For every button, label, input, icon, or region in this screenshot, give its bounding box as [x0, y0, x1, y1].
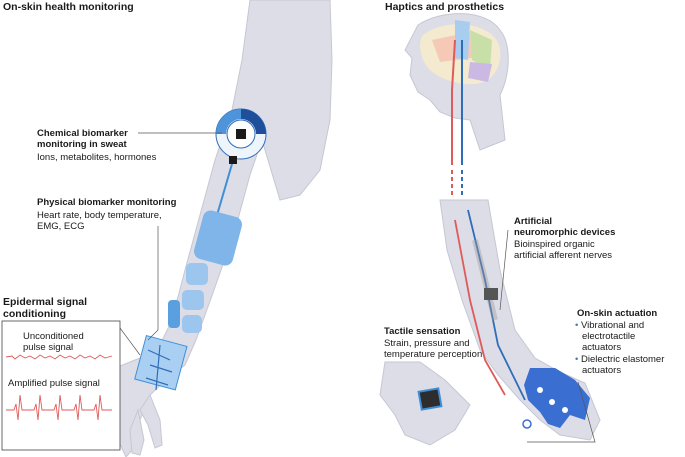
- chemical-detail: Ions, metabolites, hormones: [37, 152, 157, 163]
- bullet-icon: •: [575, 320, 579, 331]
- actuation-glove: [522, 368, 590, 429]
- nerve-paths: [451, 39, 463, 195]
- unconditioned-label-1: Unconditioned: [23, 331, 84, 342]
- amplified-signal-trace: [6, 394, 112, 421]
- tactile-detail-1: Strain, pressure and: [384, 338, 470, 349]
- left-panel-title: On-skin health monitoring: [3, 1, 134, 13]
- neuromorphic-detail-2: artificial afferent nerves: [514, 250, 613, 261]
- actuation-item1-1: • Vibrational and: [575, 320, 645, 331]
- physical-heading: Physical biomarker monitoring: [37, 197, 177, 208]
- unconditioned-label-2: pulse signal: [23, 342, 74, 353]
- neuromorphic-detail-1: Bioinspired organic: [514, 239, 595, 250]
- actuation-item2-1: • Dielectric elastomer: [575, 354, 665, 365]
- signal-panel: [1, 320, 121, 451]
- epidermal-heading-1: Epidermal signal: [3, 296, 88, 308]
- chemical-heading-1: Chemical biomarker: [37, 128, 128, 139]
- neuromorphic-heading-2: neuromorphic devices: [514, 227, 616, 238]
- physical-detail-2: EMG, ECG: [37, 221, 85, 232]
- neuromorphic-heading-1: Artificial: [514, 216, 553, 227]
- tactile-hand: [379, 361, 471, 446]
- epidermal-circuit: [134, 334, 188, 391]
- bullet-icon: •: [575, 354, 579, 365]
- head-illustration: [404, 13, 509, 151]
- actuation-item2-2: actuators: [582, 365, 622, 376]
- sweat-sensor-device: [215, 108, 267, 164]
- unconditioned-signal-trace: [5, 354, 113, 360]
- actuation-item1-3: actuators: [582, 342, 622, 353]
- actuation-heading: On-skin actuation: [577, 308, 658, 319]
- epidermal-heading-2: conditioning: [3, 308, 66, 320]
- chemical-heading-2: monitoring in sweat: [37, 139, 127, 150]
- tactile-detail-2: temperature perception: [384, 349, 483, 360]
- physical-detail-1: Heart rate, body temperature,: [37, 210, 162, 221]
- actuation-item1-2: electrotactile: [582, 331, 636, 342]
- right-panel-title: Haptics and prosthetics: [385, 1, 505, 13]
- tactile-heading: Tactile sensation: [384, 326, 461, 337]
- physical-monitor-module: [168, 210, 242, 333]
- amplified-label: Amplified pulse signal: [8, 378, 100, 389]
